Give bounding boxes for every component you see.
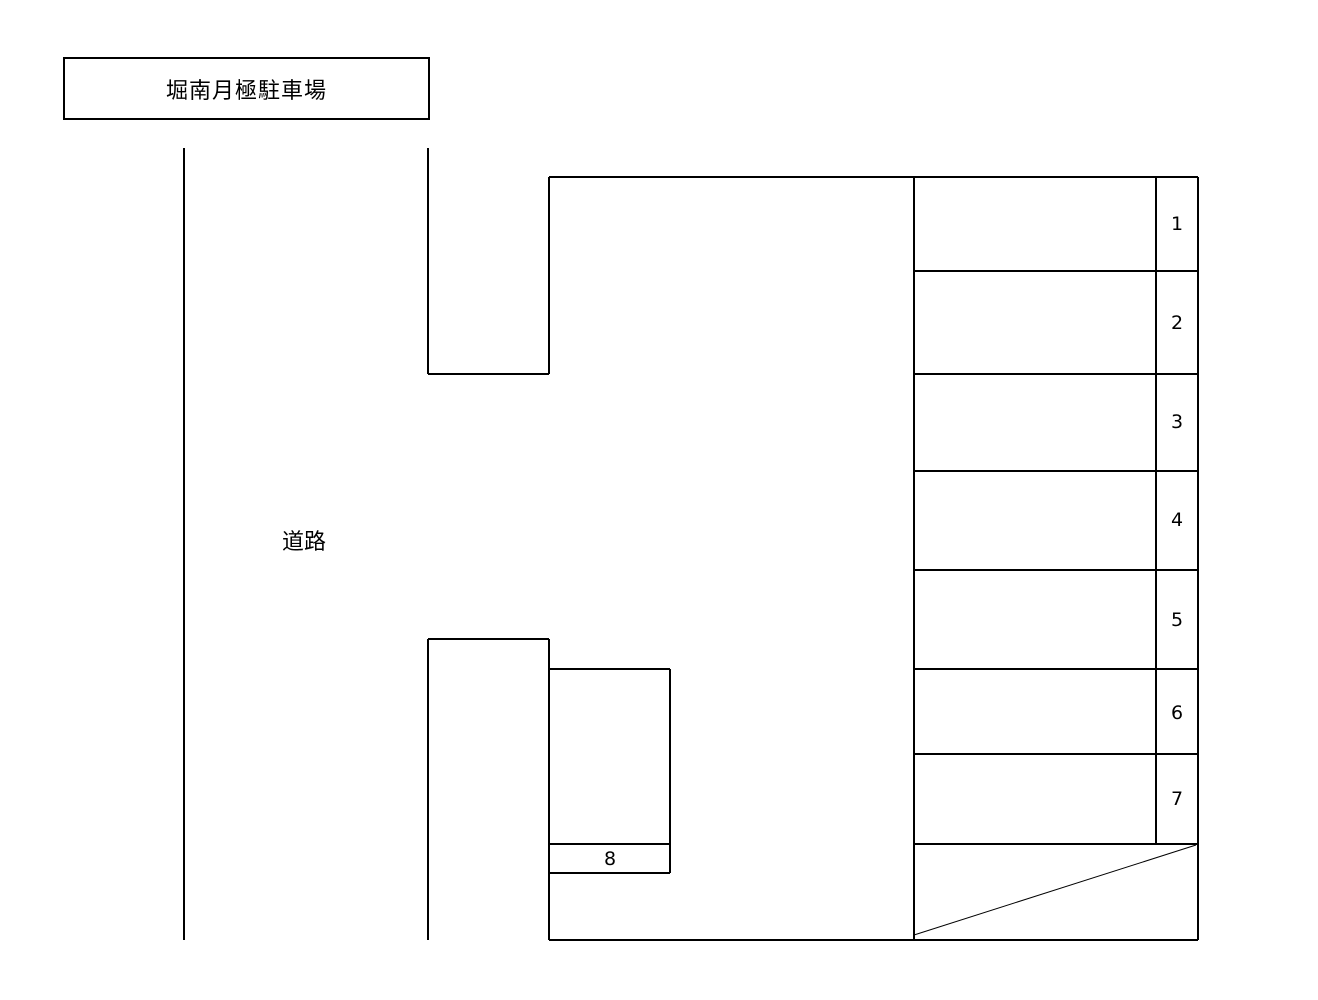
space-number-7: 7 [1170, 788, 1184, 810]
space-number-5: 5 [1170, 609, 1184, 631]
space-number-8: 8 [603, 848, 617, 870]
space-number-2: 2 [1170, 312, 1184, 334]
hatched-area-diagonal [913, 844, 1197, 936]
road-label: 道路 [282, 530, 327, 555]
space-number-4: 4 [1170, 509, 1184, 531]
space-number-3: 3 [1170, 411, 1184, 433]
space-number-6: 6 [1170, 702, 1184, 724]
page-title: 堀南月極駐車場 [165, 78, 327, 104]
space-number-1: 1 [1170, 213, 1184, 235]
title-box: 堀南月極駐車場 [63, 57, 430, 120]
